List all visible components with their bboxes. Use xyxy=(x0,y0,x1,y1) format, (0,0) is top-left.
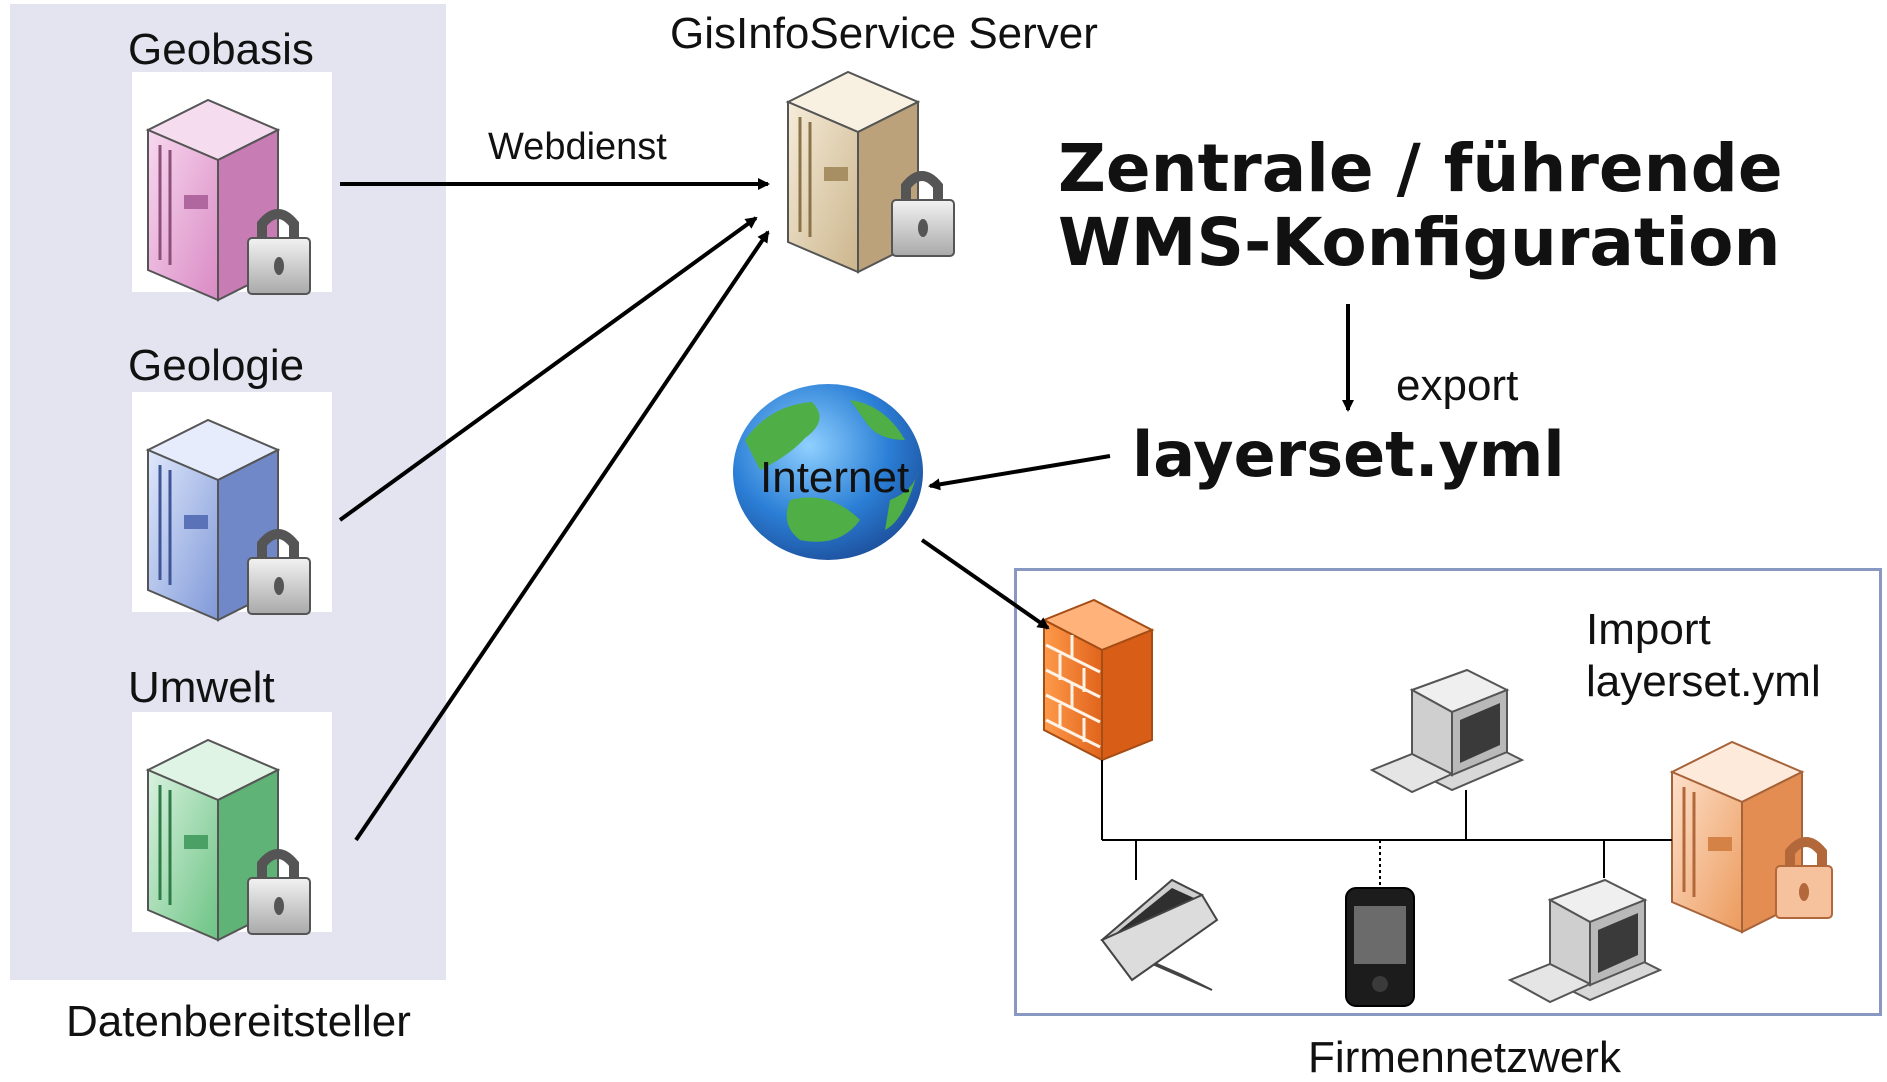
server-lock-icon xyxy=(1669,740,1833,934)
arrow-internet-firewall xyxy=(920,538,1050,630)
company-caption: Firmennetzwerk xyxy=(1308,1033,1621,1082)
server-lock-icon xyxy=(145,98,311,302)
server-label: GisInfoService Server xyxy=(670,9,1098,58)
firewall-icon xyxy=(1041,598,1155,762)
config-title-line2: WMS-Konfiguration xyxy=(1058,204,1781,281)
import-label-line1: Import xyxy=(1586,605,1711,654)
internet-label: Internet xyxy=(760,453,910,502)
laptop-icon xyxy=(1100,878,1219,991)
arrow-layerset-internet xyxy=(928,454,1111,491)
provider-label-umwelt: Umwelt xyxy=(128,663,275,712)
server-lock-icon xyxy=(145,738,311,942)
network-lines xyxy=(1101,760,1672,888)
globe-icon xyxy=(733,384,923,560)
company-network-box xyxy=(1014,568,1882,1016)
provider-label-geologie: Geologie xyxy=(128,341,305,390)
arrow-geologie-server xyxy=(338,216,758,522)
config-title-line1: Zentrale / führende xyxy=(1058,130,1783,207)
import-label-line2: layerset.yml xyxy=(1586,657,1821,706)
providers-caption: Datenbereitsteller xyxy=(66,997,411,1046)
server-lock-icon xyxy=(785,70,955,274)
smartphone-icon xyxy=(1345,887,1415,1007)
webdienst-label: Webdienst xyxy=(488,126,667,168)
desktop-pc-icon xyxy=(1369,668,1525,794)
desktop-pc-icon xyxy=(1507,878,1663,1004)
export-label: export xyxy=(1396,361,1519,410)
arrows xyxy=(338,178,1354,842)
server-lock-icon xyxy=(145,418,311,622)
layerset-file-label: layerset.yml xyxy=(1132,418,1565,491)
provider-label-geobasis: Geobasis xyxy=(128,25,314,74)
arrow-umwelt-server xyxy=(354,230,770,842)
